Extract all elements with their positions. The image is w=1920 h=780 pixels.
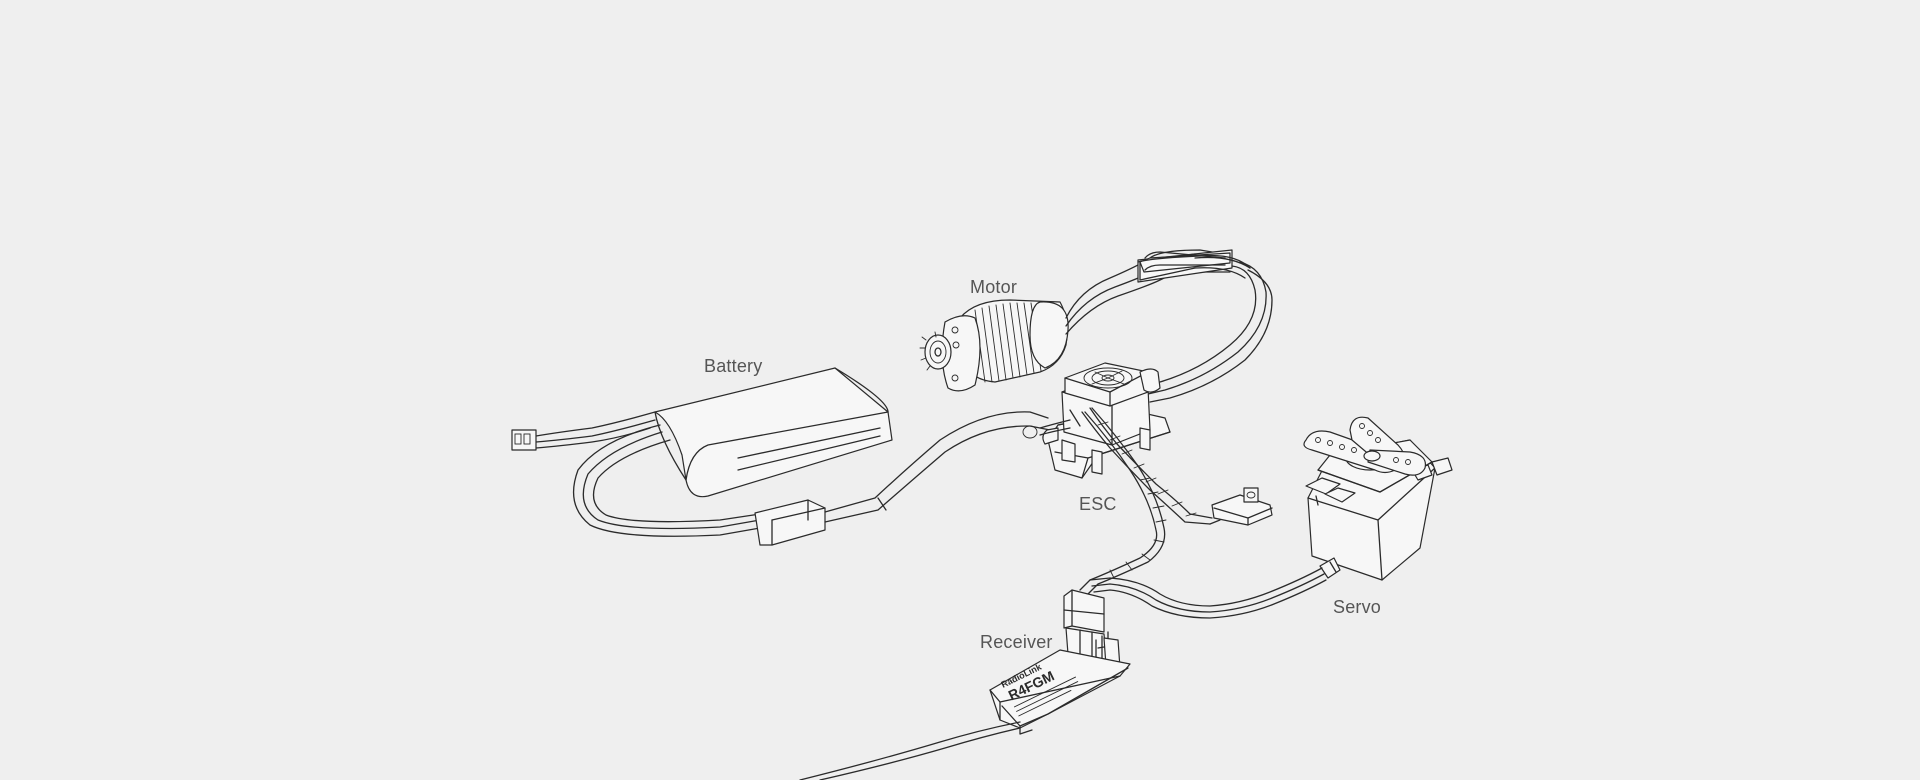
battery-label: Battery (704, 356, 763, 376)
motor-wire-loop (1137, 249, 1273, 403)
esc (1022, 362, 1171, 479)
battery-pack (511, 367, 1051, 546)
motor (919, 249, 1231, 392)
esc-switch-wire (1081, 407, 1273, 526)
receiver (799, 589, 1131, 780)
esc-label: ESC (1079, 494, 1117, 514)
receiver-label: Receiver (980, 632, 1053, 652)
servo-label: Servo (1333, 597, 1382, 617)
servo (1089, 416, 1453, 619)
esc-receiver-lead (1079, 407, 1167, 595)
motor-label: Motor (970, 277, 1018, 297)
